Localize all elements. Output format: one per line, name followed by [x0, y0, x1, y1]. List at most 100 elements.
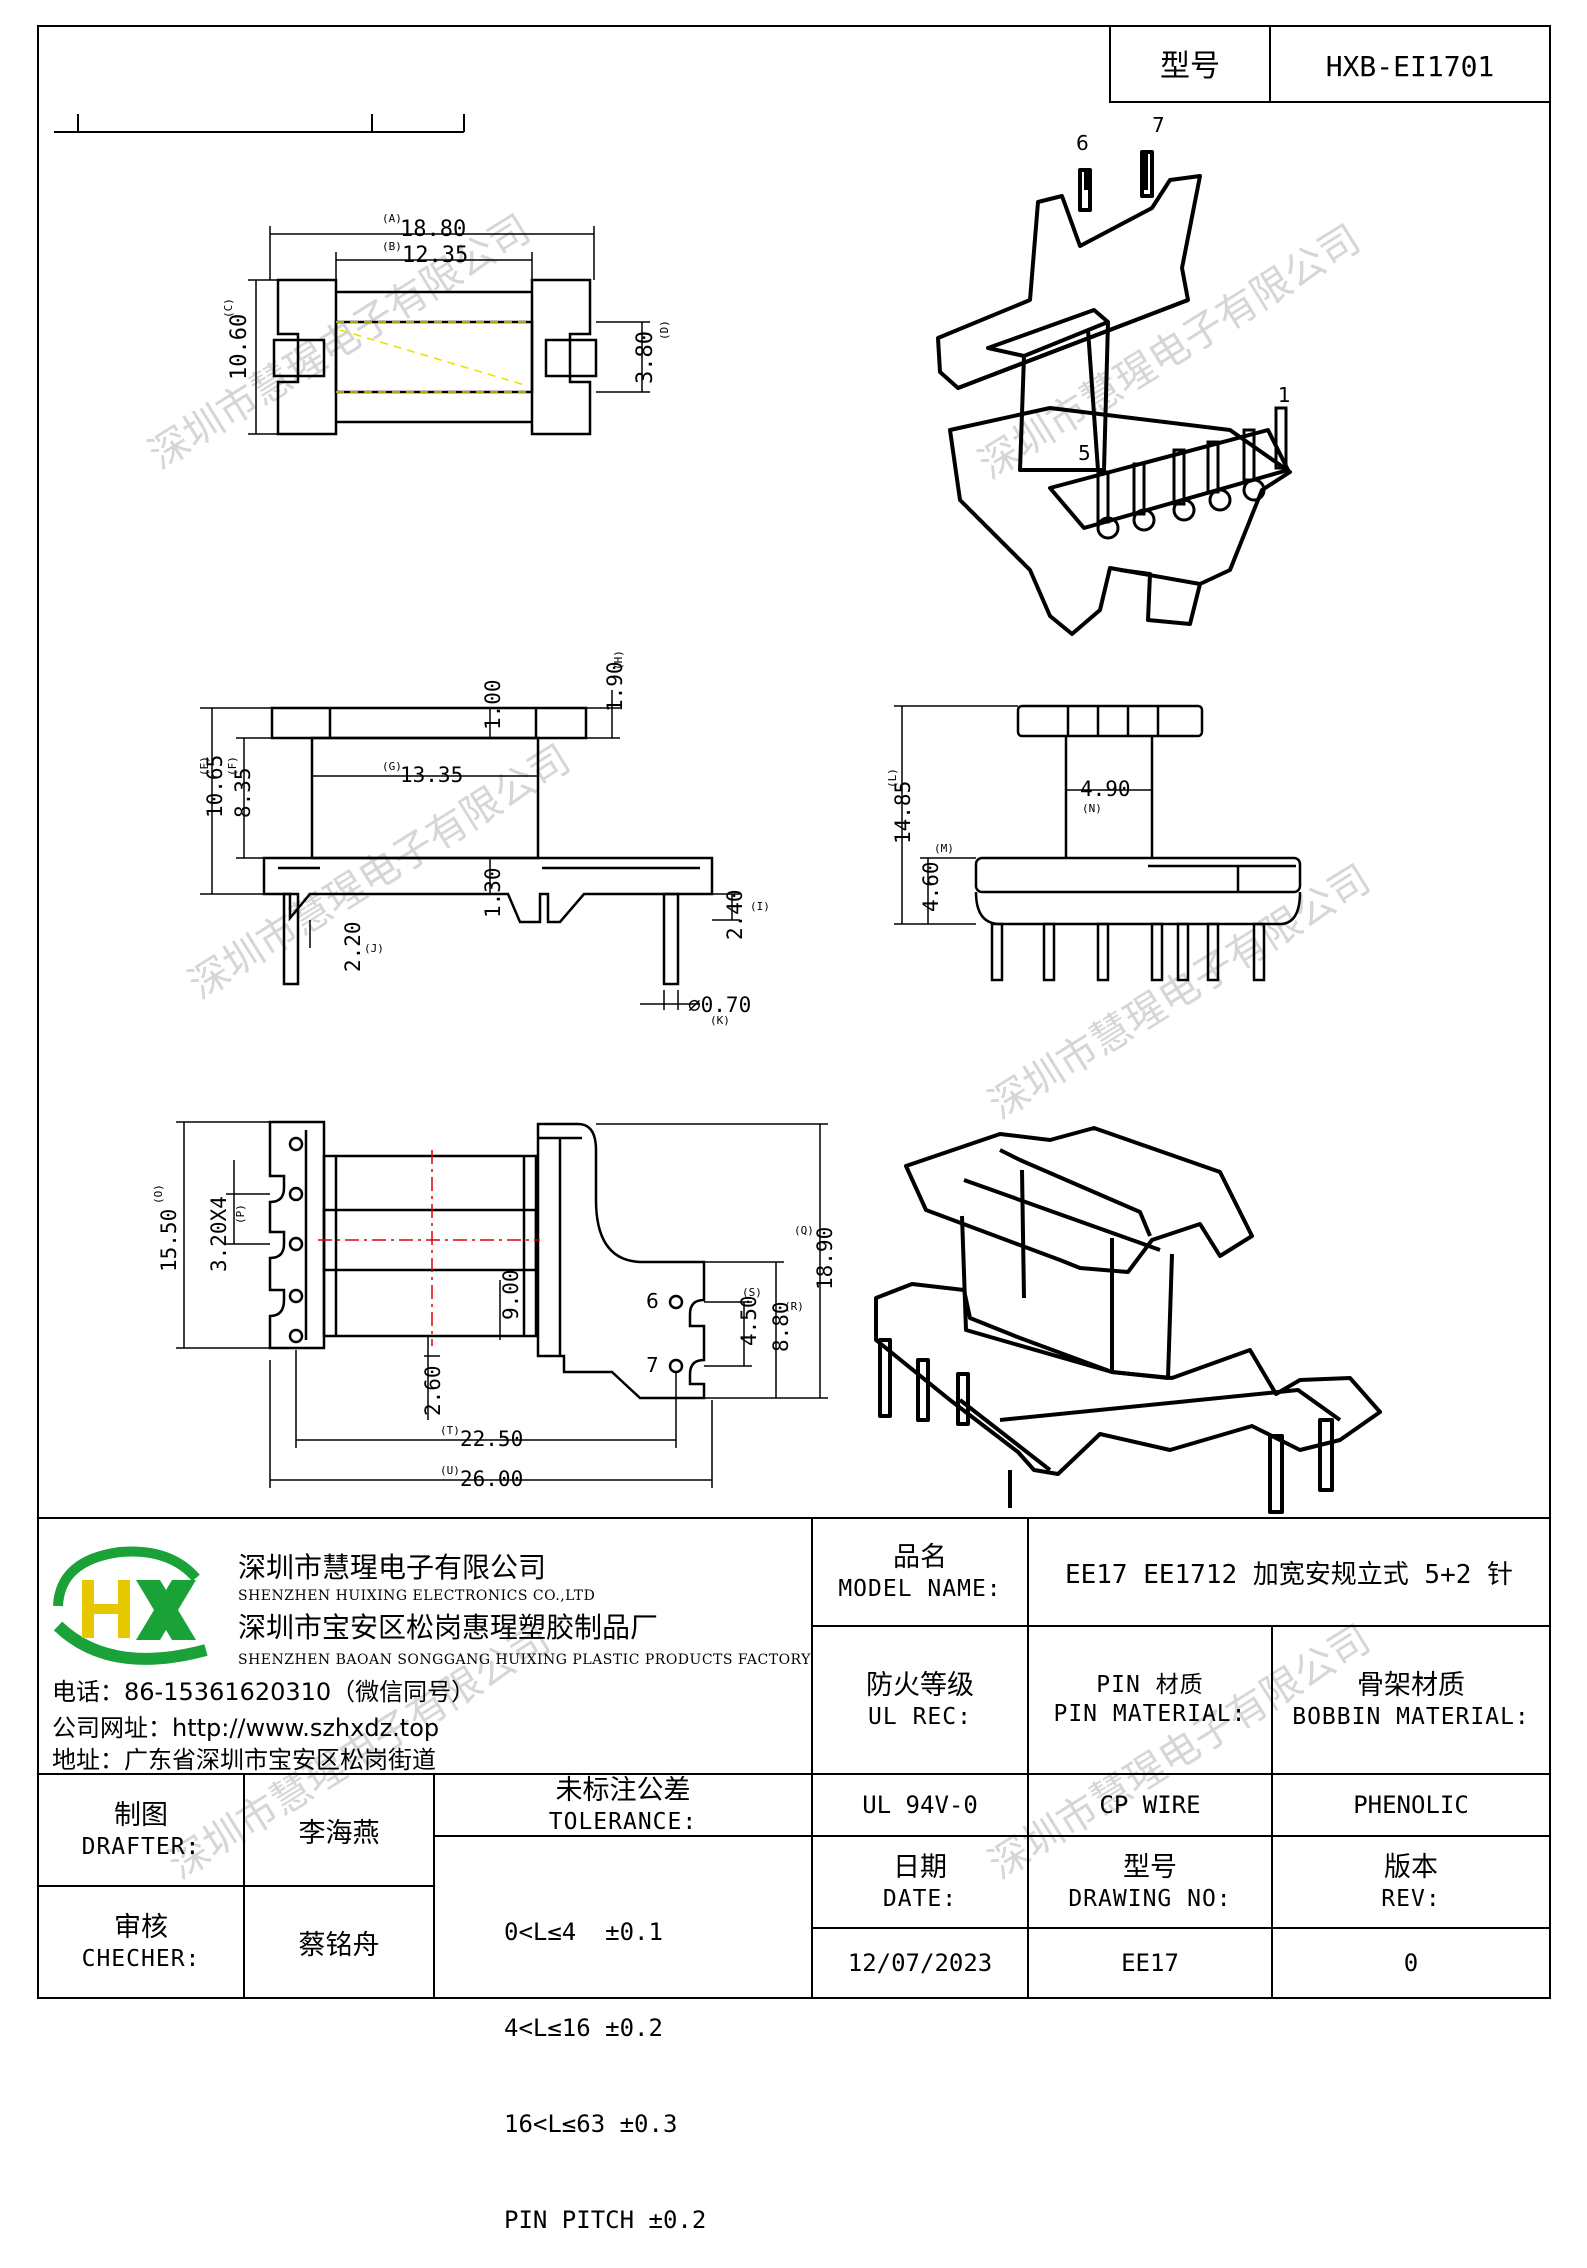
ul-rec-en: UL REC: — [868, 1703, 972, 1730]
checker-header: 审核 CHECHER: — [38, 1886, 244, 1998]
dim-a: 18.80 — [400, 217, 466, 242]
pin-material-value: CP WIRE — [1099, 1791, 1201, 1819]
dim-u-tag: (U) — [440, 1464, 460, 1477]
dim-a-tag: (A) — [382, 212, 402, 225]
dim-t: 22.50 — [460, 1427, 523, 1451]
company-website[interactable]: 公司网址：http://www.szhxdz.top — [52, 1714, 440, 1742]
rev-header: 版本 REV: — [1272, 1836, 1550, 1928]
dim-q: 18.90 — [813, 1227, 837, 1290]
date-value: 12/07/2023 — [847, 1949, 993, 1977]
pin-material-en: PIN MATERIAL: — [1053, 1701, 1247, 1727]
dim-s-tag: (S) — [742, 1286, 762, 1299]
bottom-view-centerlines — [318, 1150, 540, 1346]
tolerance-line-4: PIN PITCH ±0.2 — [504, 2206, 707, 2234]
dim-inner: 9.00 — [499, 1269, 523, 1320]
date-en: DATE: — [882, 1885, 958, 1912]
bobbin-material-en: BOBBIN MATERIAL: — [1292, 1703, 1530, 1730]
dim-i-tag: (I) — [750, 900, 770, 913]
dim-q-tag: (Q) — [794, 1224, 814, 1237]
rev-en: REV: — [1381, 1885, 1441, 1912]
drafter-en: DRAFTER: — [81, 1833, 201, 1860]
pin-material-header: PIN 材质 PIN MATERIAL: — [1028, 1626, 1272, 1774]
drawing-sheet: 型号 HXB-EI1701 深圳市慧瑆电子有限公司 深圳市慧瑆电子有限公司 深圳… — [37, 25, 1551, 1999]
pin-label-5: 5 — [1078, 441, 1091, 465]
checker-cn: 审核 — [114, 1911, 168, 1943]
dim-o: 15.50 — [157, 1209, 181, 1272]
ul-rec-header: 防火等级 UL REC: — [812, 1626, 1028, 1774]
pin-label-7: 7 — [1152, 113, 1165, 137]
front-view-labels: 1.00 1.90 (H) 10.65 (E) 8.35 (F) 13.35 (… — [198, 650, 770, 1027]
dim-s: 4.50 — [737, 1295, 761, 1346]
scale-bar — [54, 114, 465, 133]
bottom-view — [176, 1120, 828, 1488]
checker-en: CHECHER: — [81, 1945, 201, 1972]
pin-label-6: 6 — [1076, 131, 1089, 155]
date-header: 日期 DATE: — [812, 1836, 1028, 1928]
side-view — [894, 704, 1302, 982]
model-name-header: 品名 MODEL NAME: — [812, 1518, 1028, 1626]
dim-n: 4.90 — [1080, 777, 1131, 801]
model-name-cn: 品名 — [893, 1541, 947, 1573]
top-view-labels: 18.80 (A) 12.35 (B) 10.60 (C) 3.80 (D) — [222, 212, 671, 384]
front-view — [200, 690, 740, 1010]
model-name-en: MODEL NAME: — [838, 1575, 1002, 1602]
rev-value: 0 — [1403, 1949, 1419, 1977]
tolerance-line-1: 0<L≤4 ±0.1 — [504, 1918, 663, 1946]
watermark-4: 深圳市慧瑆电子有限公司 — [981, 856, 1379, 1128]
drafter-name: 李海燕 — [298, 1817, 380, 1849]
factory-name-cn: 深圳市宝安区松岗惠瑆塑胶制品厂 — [238, 1611, 659, 1644]
bobbin-material-header: 骨架材质 BOBBIN MATERIAL: — [1272, 1626, 1550, 1774]
dim-n-tag: (N) — [1082, 802, 1102, 815]
dim-top-web: 1.00 — [481, 679, 505, 730]
dim-i: 2.40 — [723, 889, 747, 940]
drafter-cn: 制图 — [114, 1799, 168, 1831]
side-view-labels: 14.85 (L) 4.60 (M) 4.90 (N) — [886, 768, 1131, 912]
pin-material-cn: PIN 材质 — [1096, 1672, 1204, 1699]
drawing-no-header: 型号 DRAWING NO: — [1028, 1836, 1272, 1928]
dim-o-tag: (O) — [152, 1184, 165, 1204]
drawing-no-cn: 型号 — [1123, 1851, 1177, 1883]
dim-g-tag: (G) — [382, 760, 402, 773]
company-name-cn: 深圳市慧瑆电子有限公司 — [238, 1551, 547, 1584]
company-address: 地址：广东省深圳市宝安区松岗街道 — [52, 1746, 436, 1774]
header-model-label: 型号 — [1160, 49, 1220, 84]
date-cn: 日期 — [893, 1851, 947, 1883]
dim-d: 3.80 — [633, 331, 658, 384]
pin-label-7b: 7 — [646, 1353, 659, 1377]
dim-p: 3.20X4 — [207, 1196, 231, 1272]
dim-b-tag: (B) — [382, 240, 402, 253]
ul-rec-cn: 防火等级 — [866, 1669, 974, 1701]
dim-e-tag: (E) — [198, 756, 211, 776]
dim-t-tag: (T) — [440, 1424, 460, 1437]
header-model-box: 型号 HXB-EI1701 — [1109, 25, 1551, 103]
dim-b: 12.35 — [402, 243, 468, 268]
tolerance-en: TOLERANCE: — [548, 1808, 698, 1835]
header-model-value: HXB-EI1701 — [1326, 50, 1495, 83]
dim-offset: 2.60 — [421, 1365, 445, 1416]
dim-k-tag: (K) — [710, 1014, 730, 1027]
model-name-value: EE17 EE1712 加宽安规立式 5+2 针 — [1064, 1559, 1514, 1590]
dim-u: 26.00 — [460, 1467, 523, 1491]
dim-j-tag: (J) — [364, 942, 384, 955]
dim-p-tag: (P) — [234, 1204, 247, 1224]
drafter-header: 制图 DRAFTER: — [38, 1774, 244, 1886]
dim-m: 4.60 — [919, 861, 943, 912]
dim-g: 13.35 — [400, 763, 463, 787]
bottom-view-labels: 15.50 (O) 3.20X4 (P) 18.90 (Q) 8.80 (R) … — [152, 1184, 837, 1491]
company-name-en: SHENZHEN HUIXING ELECTRONICS CO.,LTD — [238, 1588, 596, 1604]
dim-f: 8.35 — [231, 767, 255, 818]
dim-m-tag: (M) — [934, 842, 954, 855]
checker-name: 蔡铭舟 — [298, 1929, 380, 1961]
dim-c: 10.60 — [227, 314, 252, 380]
drawing-no-en: DRAWING NO: — [1068, 1885, 1232, 1912]
rev-cn: 版本 — [1384, 1851, 1438, 1883]
dim-r-tag: (R) — [784, 1300, 804, 1313]
watermark-1: 深圳市慧瑆电子有限公司 — [141, 206, 539, 478]
pin-label-6b: 6 — [646, 1289, 659, 1313]
dim-f-tag: (F) — [226, 756, 239, 776]
dim-l-tag: (L) — [886, 768, 899, 788]
ul-rec-value: UL 94V-0 — [862, 1791, 978, 1819]
company-logo — [53, 1546, 208, 1665]
dim-c-tag: (C) — [222, 298, 235, 318]
dim-bottom-web: 1.30 — [481, 867, 505, 918]
